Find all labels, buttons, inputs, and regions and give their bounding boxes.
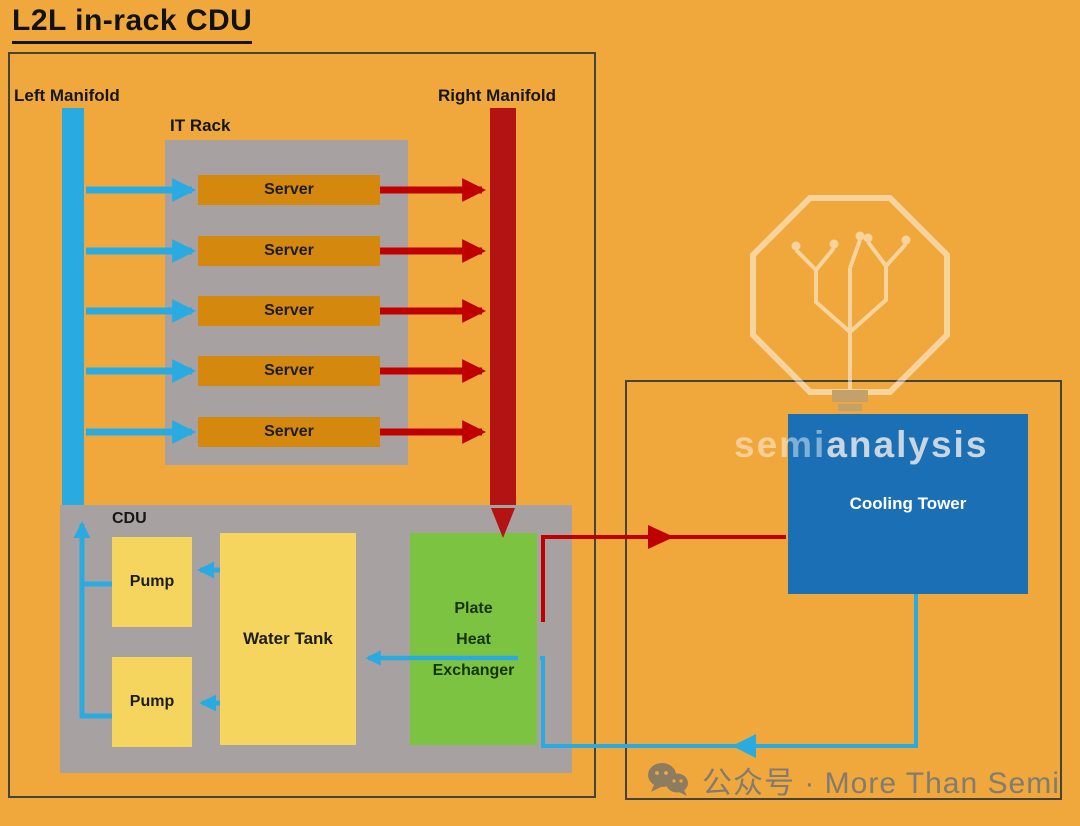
server-row: Server bbox=[198, 417, 380, 447]
server-row: Server bbox=[198, 356, 380, 386]
right-manifold-label: Right Manifold bbox=[438, 86, 557, 105]
pump-box: Pump bbox=[112, 657, 192, 747]
hx-label-line: Exchanger bbox=[432, 661, 515, 679]
left-manifold-bar bbox=[62, 108, 84, 510]
cdu-label: CDU bbox=[112, 510, 147, 527]
water-tank-box: Water Tank bbox=[220, 533, 356, 745]
server-row: Server bbox=[198, 236, 380, 266]
server-row: Server bbox=[198, 296, 380, 326]
rack-cdu-boundary-box bbox=[8, 52, 596, 798]
server-row: Server bbox=[198, 175, 380, 205]
hx-label-line: Plate bbox=[454, 599, 493, 617]
right-manifold-bar bbox=[490, 108, 516, 506]
plate-heat-exchanger-box: Plate Heat Exchanger bbox=[410, 533, 537, 745]
it-rack-label: IT Rack bbox=[170, 116, 231, 135]
pump-box: Pump bbox=[112, 537, 192, 627]
page-title: L2L in-rack CDU bbox=[12, 4, 253, 44]
left-manifold-label: Left Manifold bbox=[14, 86, 120, 105]
hx-label-line: Heat bbox=[456, 630, 491, 648]
cooling-tower-box: Cooling Tower bbox=[788, 414, 1028, 594]
